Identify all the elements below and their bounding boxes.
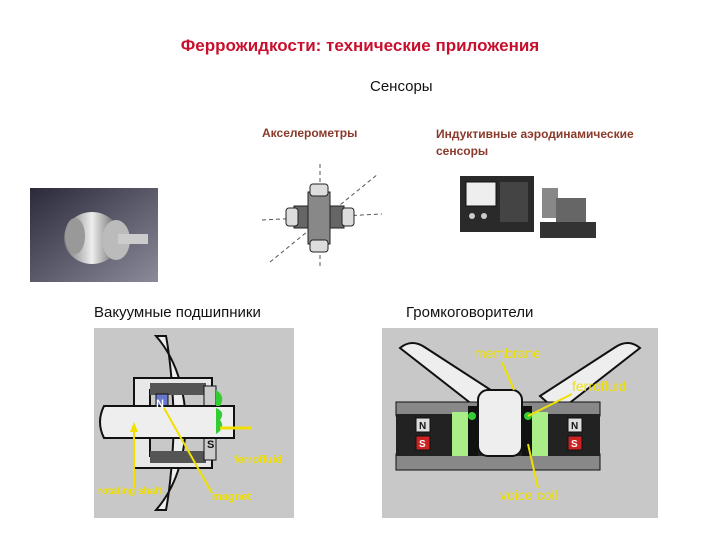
bearing-s-label: S xyxy=(207,439,214,451)
accelerometer-drawing xyxy=(258,162,388,272)
accelerometers-label: Акселерометры xyxy=(262,126,357,140)
speaker-left-n-label: N xyxy=(419,421,426,432)
vacuum-bearings-label: Вакуумные подшипники xyxy=(94,304,261,321)
slide-title: Феррожидкости: технические приложения xyxy=(0,36,720,56)
magnet-label: magnet xyxy=(212,491,251,503)
rotating-shaft-label: rotating shaft xyxy=(98,486,168,498)
loudspeaker-diagram: N S N S membrane ferrofluid voice coil xyxy=(382,328,658,518)
speaker-right-s-label: S xyxy=(571,439,578,450)
rotating-shaft xyxy=(100,406,234,438)
voice-coil-label: voice coil xyxy=(500,487,558,503)
device-photo xyxy=(30,188,158,282)
sensors-heading: Сенсоры xyxy=(370,78,433,95)
voice-coil-former xyxy=(478,390,522,456)
inductive-sensors-label: Индуктивные аэродинамические сенсоры xyxy=(436,126,656,160)
loudspeakers-label: Громкоговорители xyxy=(406,304,533,321)
bearing-n-label: N xyxy=(156,398,164,410)
speaker-left-s-label: S xyxy=(419,439,426,450)
membrane-label: membrane xyxy=(474,345,541,361)
ferrofluid-drop-left xyxy=(468,412,476,420)
speaker-ferrofluid-label: ferrofluid xyxy=(572,378,626,394)
speaker-right-n-label: N xyxy=(571,421,578,432)
bearing-ferrofluid-label: ferrofluid xyxy=(234,454,282,466)
vacuum-bearing-diagram: N S ferrofluid rotating shaft magnet xyxy=(94,328,294,518)
inductive-sensor-photo xyxy=(456,168,596,248)
